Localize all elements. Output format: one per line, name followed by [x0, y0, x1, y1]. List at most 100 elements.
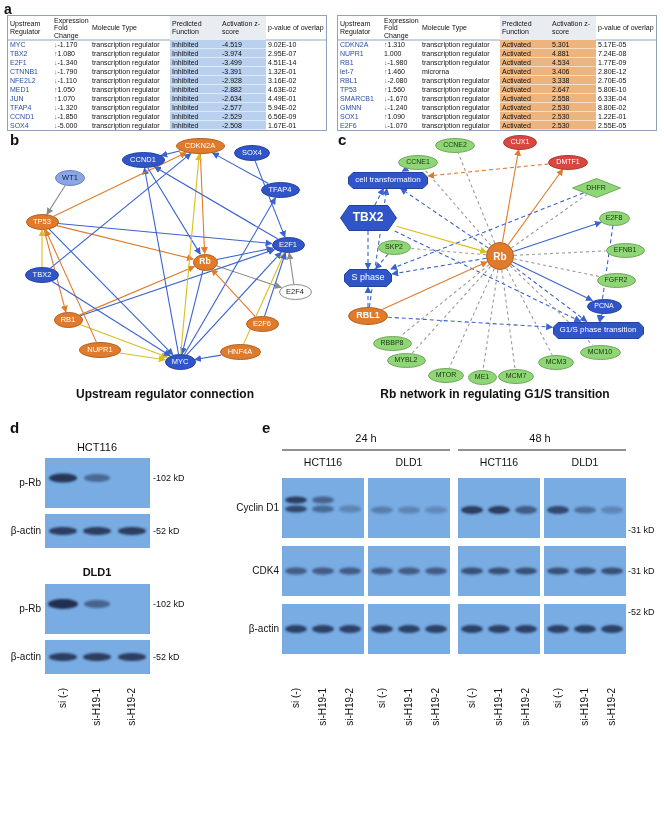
node-outline: [349, 172, 428, 188]
interaction-edge: [47, 186, 65, 215]
table-cell: 4.63E-02: [266, 85, 326, 94]
blot-panel: [45, 514, 150, 548]
table-cell: -2.634: [220, 94, 266, 103]
interaction-edge: [376, 254, 389, 269]
table-cell: ↑1.080: [52, 49, 90, 58]
figure-label: HCT116: [77, 441, 117, 454]
blot-band: [312, 506, 334, 513]
node-outline: [580, 345, 620, 359]
interaction-edge: [395, 231, 581, 322]
network-node: E2F1: [272, 237, 305, 253]
node-outline: [340, 206, 396, 231]
blot-band: [398, 625, 420, 633]
blot-panel: [544, 546, 626, 596]
figure-label: -52 kD: [628, 607, 655, 617]
network-node: CUX1: [503, 135, 537, 150]
table-cell: SOX4: [8, 121, 52, 130]
interaction-edge: [508, 169, 563, 244]
blot-d: [45, 458, 150, 674]
panel-letter: c: [338, 131, 346, 148]
node-label: TBX2: [353, 211, 384, 224]
blot-band: [371, 625, 393, 633]
interaction-edge: [144, 168, 178, 354]
table-header: Expression Fold Change: [52, 16, 90, 40]
table-cell: Inhibited: [170, 58, 220, 67]
blot-panel: [282, 478, 364, 538]
table-cell: -2.529: [220, 112, 266, 121]
blot-panel: [544, 478, 626, 538]
table-cell: ↓-1.170: [52, 40, 90, 49]
table-cell: Activated: [500, 76, 550, 85]
figure-label: β-actin: [11, 651, 41, 663]
lane-label: si-H19-2: [430, 688, 442, 726]
table-header: Predicted Function: [170, 16, 220, 40]
interaction-edge: [54, 153, 187, 217]
interaction-edge: [511, 194, 587, 248]
node-label: CDKN2A: [185, 142, 215, 150]
table-cell: transcription regulator: [90, 67, 170, 76]
figure-label: DLD1: [572, 456, 599, 468]
table-cell: Activated: [500, 112, 550, 121]
table-header: Activation z-score: [550, 16, 596, 40]
blot-band: [371, 568, 393, 575]
lane-label: si-H19-2: [606, 688, 618, 726]
network-node: CCND1: [122, 152, 165, 168]
node-label: MCM10: [588, 348, 613, 356]
interaction-edge: [50, 153, 190, 268]
table-header: Molecule Type: [420, 16, 500, 40]
network-node: MCM7: [498, 369, 534, 384]
table-cell: Inhibited: [170, 94, 220, 103]
network-node: NUPR1: [79, 342, 121, 358]
blot-band: [547, 506, 569, 514]
table-cell: ↓-1.790: [52, 67, 90, 76]
interaction-edge: [367, 231, 368, 269]
node-label: NUPR1: [87, 346, 112, 354]
table-cell: RBL1: [338, 76, 382, 85]
table-cell: 1.000: [382, 49, 420, 58]
table-cell: -3.974: [220, 49, 266, 58]
node-outline: [26, 268, 59, 283]
table-header: Expression Fold Change: [382, 16, 420, 40]
network-node: TBX2: [25, 267, 59, 283]
table-cell: NFE2L2: [8, 76, 52, 85]
table-cell: 4.49E-01: [266, 94, 326, 103]
network-node: TP53: [26, 214, 59, 230]
blot-band: [547, 625, 569, 633]
figure-label: DLD1: [83, 566, 112, 579]
blot-panel: [282, 546, 364, 596]
table-header: Molecule Type: [90, 16, 170, 40]
interaction-edge: [289, 253, 294, 284]
node-label: DHFR: [586, 184, 605, 192]
table-cell: ↓-1.340: [52, 58, 90, 67]
table-cell: ↑1.310: [382, 40, 420, 49]
table-cell: transcription regulator: [420, 49, 500, 58]
interaction-edge: [502, 270, 515, 369]
blot-band: [425, 507, 447, 514]
interaction-edge: [507, 268, 553, 354]
interaction-edge: [148, 168, 200, 254]
node-outline: [220, 345, 260, 360]
node-label: G1/S phase transition: [560, 326, 637, 335]
node-label: MCM3: [546, 358, 567, 366]
table-cell: MYC: [8, 40, 52, 49]
table-cell: transcription regulator: [90, 112, 170, 121]
table-cell: SOX1: [338, 112, 382, 121]
node-outline: [587, 299, 621, 313]
figure-label: p-Rb: [19, 477, 41, 489]
interaction-edge: [412, 266, 490, 353]
node-outline: [373, 336, 411, 350]
node-label: CUX1: [511, 138, 530, 146]
node-label: ME1: [475, 373, 489, 381]
blot-band: [574, 568, 596, 575]
blot-band: [84, 600, 110, 608]
interaction-edge: [391, 193, 584, 269]
lane-label: si-H19-2: [520, 688, 532, 726]
lane-label: si-H19-1: [317, 688, 329, 726]
table-cell: 5.17E-05: [596, 40, 656, 49]
table-cell: 6.33E-04: [596, 94, 656, 103]
interaction-edge: [600, 313, 602, 321]
table-cell: transcription regulator: [420, 40, 500, 49]
blot-panel: [544, 604, 626, 654]
table-cell: CCND1: [8, 112, 52, 121]
blot-band: [339, 506, 361, 513]
